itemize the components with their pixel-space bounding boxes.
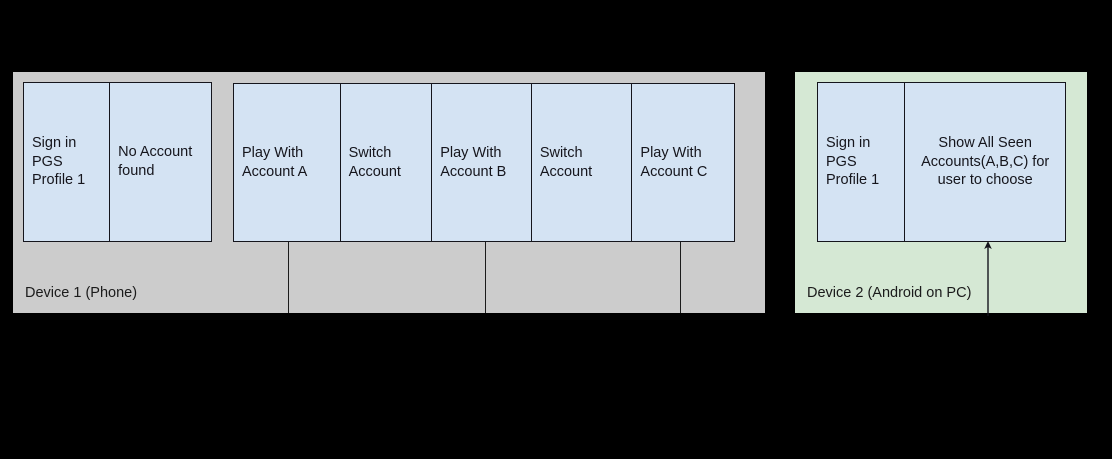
step-play-with-account-c[interactable]: Play With Account C xyxy=(640,144,708,180)
step-group-phone-accounts: Play With Account A Switch Account Play … xyxy=(233,83,735,242)
step-sign-in-pgs-profile-1-phone[interactable]: Sign in PGS Profile 1 xyxy=(24,83,111,241)
step-show-all-seen-accounts[interactable]: Show All Seen Accounts(A,B,C) for user t… xyxy=(921,135,1050,189)
lane-label-device-1: Device 1 (Phone) xyxy=(25,285,138,302)
step-play-with-account-b[interactable]: Play With Account B xyxy=(432,84,532,241)
step-group-phone-initial: Sign in PGS Profile 1 No Account found xyxy=(23,82,212,242)
step-switch-account-1[interactable]: Switch Account xyxy=(341,84,433,241)
step-no-account-found[interactable]: No Account found xyxy=(118,144,193,179)
step-sign-in-pgs-profile-1-pc[interactable]: Sign in PGS Profile 1 xyxy=(818,83,906,241)
lifeline-divider-1 xyxy=(288,232,289,313)
step-switch-account-2[interactable]: Switch Account xyxy=(532,84,633,241)
lane-label-device-2: Device 2 (Android on PC) xyxy=(807,285,972,302)
step-group-pc-signin: Sign in PGS Profile 1 Show All Seen Acco… xyxy=(817,82,1066,242)
lifeline-divider-3 xyxy=(680,232,681,313)
lifeline-divider-2 xyxy=(485,232,486,313)
step-play-with-account-a[interactable]: Play With Account A xyxy=(234,84,341,241)
